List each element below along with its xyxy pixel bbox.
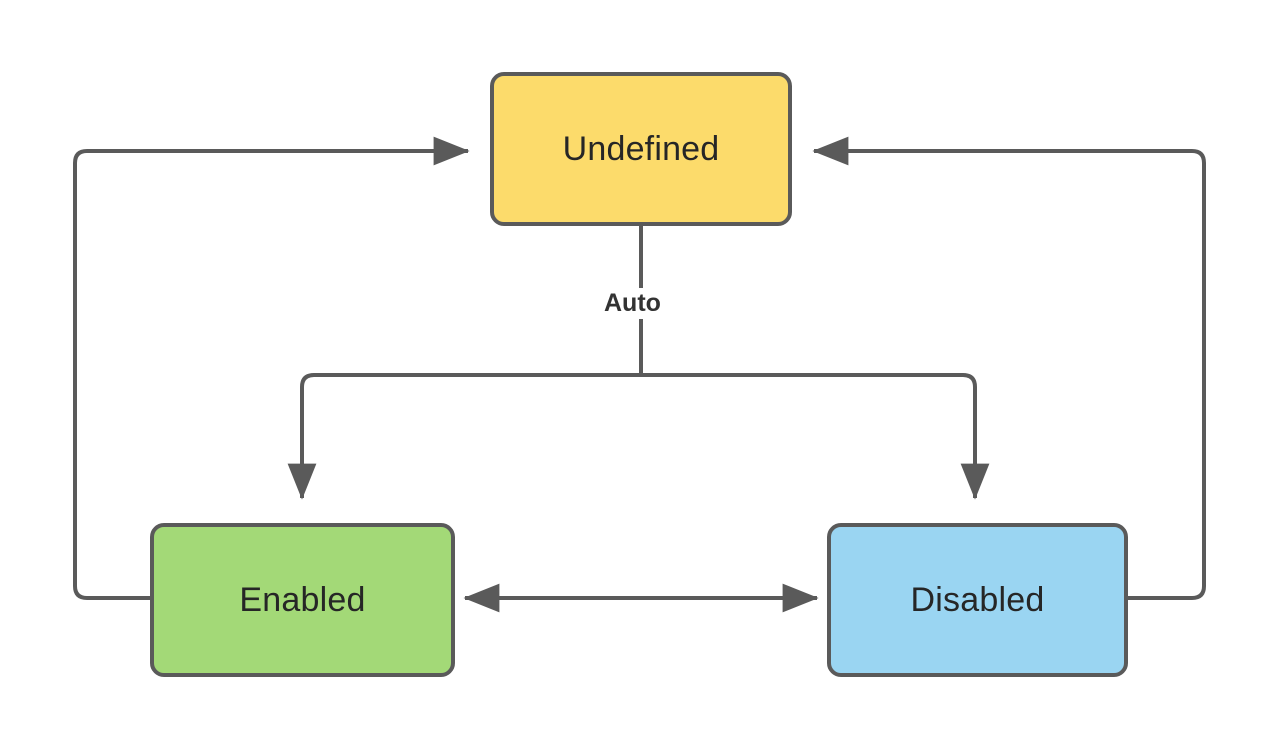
state-node-enabled[interactable]: Enabled: [150, 523, 455, 677]
edge-label-auto: Auto: [596, 288, 669, 319]
edge-enabled-to-undefined: [73, 136, 470, 600]
state-node-disabled-label: Disabled: [910, 581, 1045, 619]
state-node-enabled-label: Enabled: [239, 581, 366, 619]
state-node-undefined[interactable]: Undefined: [490, 72, 792, 226]
state-node-undefined-label: Undefined: [562, 130, 720, 168]
edge-disabled-to-undefined: [812, 136, 1206, 600]
edge-undefined-to-disabled: [641, 373, 990, 500]
state-node-disabled[interactable]: Disabled: [827, 523, 1128, 677]
edge-undefined-to-enabled: [287, 373, 641, 500]
